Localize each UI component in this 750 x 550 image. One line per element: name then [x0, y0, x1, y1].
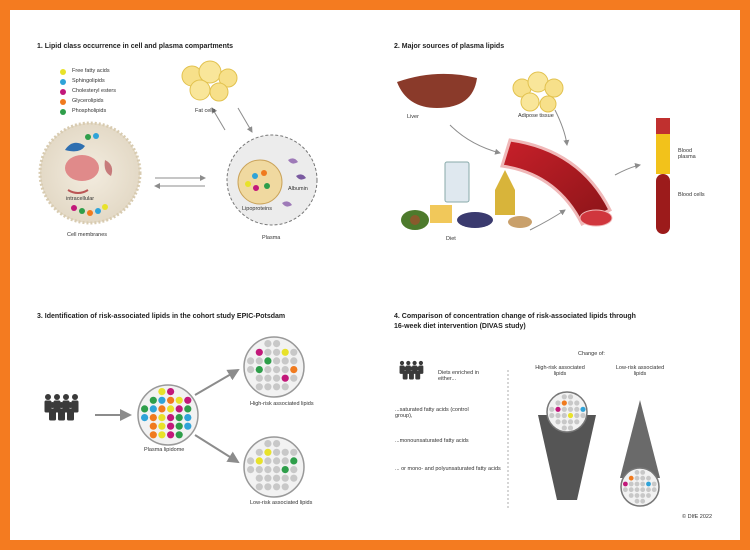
cell-illustration: [38, 121, 142, 225]
legend-dot-phospholipids: [60, 109, 66, 115]
plasma-illustration: [226, 134, 318, 226]
label-liver: Liver: [407, 114, 419, 120]
label-plasma-lipidome: Plasma lipidome: [144, 447, 185, 453]
label-monounsaturated: ...monounsaturated fatty acids: [395, 438, 469, 444]
label-diet: Diet: [446, 236, 456, 242]
label-fat-cells: Fat cells: [195, 108, 216, 114]
panel2-title: 2. Major sources of plasma lipids: [394, 43, 505, 50]
label-lipoproteins: Lipoproteins: [242, 206, 272, 212]
legend-dot-cholesteryl-esters: [60, 89, 66, 95]
figure-frame: 1. Lipid class occurrence in cell and pl…: [10, 10, 740, 540]
arrow-blood-to-tube: [614, 163, 641, 176]
arrow-diet-to-blood: [529, 209, 566, 231]
legend-dot-glycerolipids: [60, 99, 66, 105]
people-group-icon: [44, 394, 79, 421]
panel1-legend-dots: [60, 69, 66, 115]
panel4-title-line1: 4. Comparison of concentration change of…: [394, 313, 636, 320]
low-risk-cone: [620, 400, 660, 478]
arrow-plasma-to-fat: [211, 107, 226, 131]
plasma-lipidome-circle: [137, 384, 199, 446]
legend-sphingolipids: Sphingolipids: [72, 78, 105, 84]
legend-dot-sphingolipids: [60, 79, 66, 85]
high-risk-cone: [538, 415, 596, 500]
arrow-to-high-risk: [194, 368, 240, 396]
adipose-illustration: [512, 71, 564, 113]
legend-dot-free-fatty-acids: [60, 69, 66, 75]
label-poly: ... or mono- and polyunsaturated fatty a…: [395, 466, 501, 472]
high-risk-circle: [243, 336, 305, 398]
diet-illustration: [401, 161, 532, 230]
legend-phospholipids: Phospholipids: [72, 108, 107, 114]
illustration-canvas: [38, 60, 670, 510]
label-saturated: ...saturated fatty acids (control group)…: [395, 407, 469, 419]
liver-illustration: [397, 73, 477, 108]
arrow-liver-to-blood: [449, 124, 501, 155]
label-intracellular: intracellular: [66, 196, 95, 202]
label-cell-membranes: Cell membranes: [67, 232, 108, 238]
legend-free-fatty-acids: Free fatty acids: [72, 68, 110, 74]
arrow-fat-to-plasma: [237, 107, 253, 133]
label-albumin: Albumin: [288, 186, 308, 192]
label-change-of: Change of:: [578, 351, 605, 357]
label-adipose-tissue: Adipose tissue: [518, 113, 554, 119]
label-blood-plasma: Blood plasma: [678, 148, 696, 160]
label-high-risk-lipids: High-risk associated lipids: [250, 401, 314, 407]
blood-tube-illustration: [656, 118, 670, 234]
arrow-to-low-risk: [194, 434, 240, 464]
legend-glycerolipids: Glycerolipids: [72, 98, 104, 104]
copyright: © DIfE 2022: [682, 514, 713, 520]
label-low-risk-4: Low-risk associated lipids: [615, 365, 665, 377]
label-blood-cells: Blood cells: [678, 192, 705, 198]
panel1-title: 1. Lipid class occurrence in cell and pl…: [37, 43, 234, 50]
label-plasma: Plasma: [262, 235, 281, 241]
blood-vessel-illustration: [500, 138, 613, 227]
low-risk-mini-circle: [620, 467, 660, 507]
low-risk-circle: [243, 436, 305, 498]
label-diets-enriched: Diets enriched in either...: [438, 370, 479, 382]
legend-cholesteryl-esters: Cholesteryl esters: [72, 88, 117, 94]
arrow-adipose-to-blood: [554, 109, 570, 146]
panel4-title-line2: 16-week diet intervention (DIVAS study): [394, 323, 526, 330]
label-high-risk-4: High-risk associated lipids: [535, 365, 585, 377]
fat-cells-illustration: [181, 60, 238, 102]
label-low-risk-lipids: Low-risk associated lipids: [250, 500, 313, 506]
people-group-icon-small: [399, 360, 424, 380]
high-risk-mini-circle: [546, 391, 588, 433]
panel3-title: 3. Identification of risk-associated lip…: [37, 313, 286, 320]
